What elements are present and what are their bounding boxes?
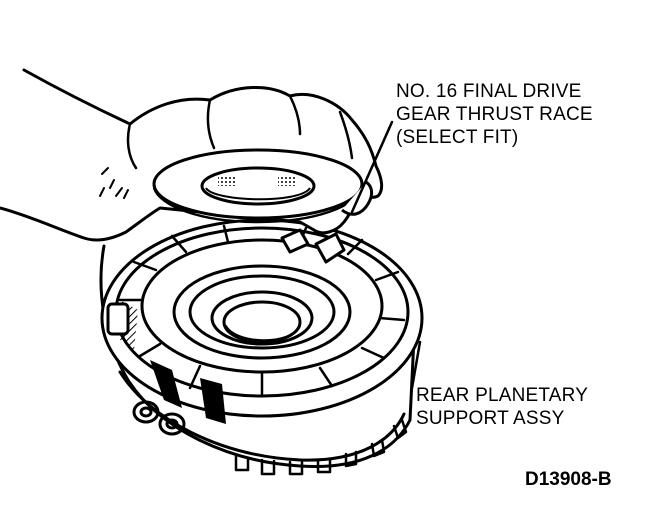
leader-line-thrust-race: [350, 120, 394, 214]
leader-line-planetary-support: [410, 340, 422, 390]
thrust-race-label-line3: (SELECT FIT): [396, 127, 519, 148]
rear-planetary-support: [99, 218, 424, 476]
planetary-support-label-line1: REAR PLANETARY: [416, 385, 589, 406]
figure-id: D13908-B: [525, 469, 612, 490]
planetary-support-callout: REAR PLANETARY SUPPORT ASSY: [416, 384, 588, 430]
thrust-race-callout: NO. 16 FINAL DRIVE GEAR THRUST RACE (SEL…: [396, 80, 593, 149]
thrust-race-label-line2: GEAR THRUST RACE: [396, 104, 593, 125]
thrust-race: [152, 148, 374, 224]
planetary-support-label-line2: SUPPORT ASSY: [416, 408, 565, 429]
thrust-race-label-line1: NO. 16 FINAL DRIVE: [396, 81, 582, 102]
leader-lines: [350, 120, 422, 390]
